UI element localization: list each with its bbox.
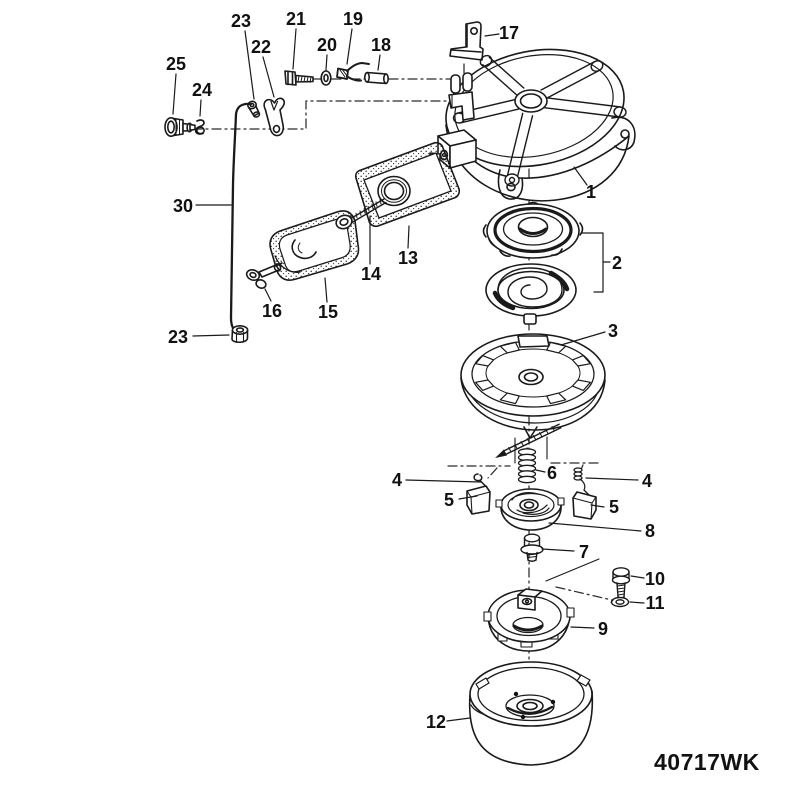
part-5-pawl-left [466,485,491,515]
part-label-30: 30 [173,196,193,216]
part-2-recoil-spring [485,263,577,325]
part-label-6: 6 [547,463,557,483]
part-1-starter-housing [429,48,636,202]
callout-leader-23-lower [192,334,230,337]
part-label-1: 1 [586,182,596,202]
part-17-lever [449,21,484,61]
part-10-bolt [611,567,631,599]
part-label-20: 20 [317,35,337,55]
part-label-10: 10 [645,569,665,589]
callout-leader-19 [346,28,353,65]
part-20-washer [320,70,332,86]
part-8-pawl-drum [495,488,565,531]
callout-leader-9 [570,626,595,629]
part-label-22: 22 [251,37,271,57]
callout-leader-25 [172,73,177,115]
part-label-8: 8 [645,521,655,541]
part-label-18: 18 [371,35,391,55]
callout-leader-4-left [405,479,482,483]
callout-leader-11 [629,601,645,604]
part-3-rope-pulley [460,333,606,439]
callout-leader-21 [292,28,297,70]
starter-rope [495,423,562,458]
part-label-5-right: 5 [609,497,619,517]
part-label-9: 9 [598,619,608,639]
screw-center-line [555,586,617,602]
part-label-15: 15 [318,302,338,322]
part-30-link-rod [229,102,253,337]
part-label-14: 14 [361,264,381,284]
part-11-lock-washer [610,596,630,608]
part-label-4-right: 4 [642,471,652,491]
part-7-bolt [520,533,544,562]
callout-leader-17 [484,33,500,37]
part-15-starter-handle [269,210,360,281]
part-9-retainer-cup [483,588,575,652]
part-2-spring-case [482,201,584,259]
callout-leader-24 [199,99,202,117]
part-label-21: 21 [286,9,306,29]
callout-leader-1 [573,166,588,186]
callout-leader-6 [535,469,546,473]
part-18-pin [363,71,389,85]
part-label-11: 11 [645,593,664,613]
part-21-bolt [284,70,314,86]
callout-bracket-2 [580,232,604,293]
callout-leader-16 [264,288,272,302]
callout-leader-18 [377,54,381,71]
callout-leader-5-left [458,495,478,500]
part-13-mount-bracket [354,141,461,228]
part-label-2: 2 [612,253,622,273]
part-5-pawl-right [572,491,597,520]
callout-leader-12 [446,717,471,722]
pawl-left-center-line [447,465,511,479]
part-label-23-lower: 23 [168,327,188,347]
callout-leader-13 [407,225,410,249]
part-label-25: 25 [166,54,186,74]
part-25-knob [164,117,196,138]
part-label-5-left: 5 [444,490,454,510]
part-label-3: 3 [608,321,618,341]
callout-leader-22 [262,56,275,98]
part-label-13: 13 [398,248,418,268]
part-6-spring [517,447,537,484]
callout-leader-4-right [585,477,639,481]
callout-leader-23-top [244,30,255,100]
part-12-flywheel-cup [468,661,594,766]
callout-leader-7 [541,548,575,552]
part-label-12: 12 [426,712,446,732]
part-label-23-top: 23 [231,11,251,31]
callout-leader-5-right [590,504,605,508]
callout-leader-3 [560,331,606,346]
callout-leader-20 [325,54,328,71]
part-label-17: 17 [499,23,519,43]
part-4-clip-right [573,467,591,497]
link-center-line [192,100,449,130]
part-16-rope-anchor [245,262,283,289]
part-label-7: 7 [579,542,589,562]
part-label-24: 24 [192,80,212,100]
part-4-clip-left [473,473,487,488]
callout-leader-15 [324,277,328,303]
part-19-spring-hook [336,62,370,82]
part-label-19: 19 [343,9,363,29]
part-22-link [263,97,286,137]
callout-leader-8 [548,522,642,532]
diagram-code: 40717WK [654,749,760,775]
part-label-16: 16 [262,301,282,321]
part-label-4-left: 4 [392,470,402,490]
part-24-clip [194,119,205,135]
callout-leader-10 [630,575,645,579]
part-23-nut [231,324,249,344]
